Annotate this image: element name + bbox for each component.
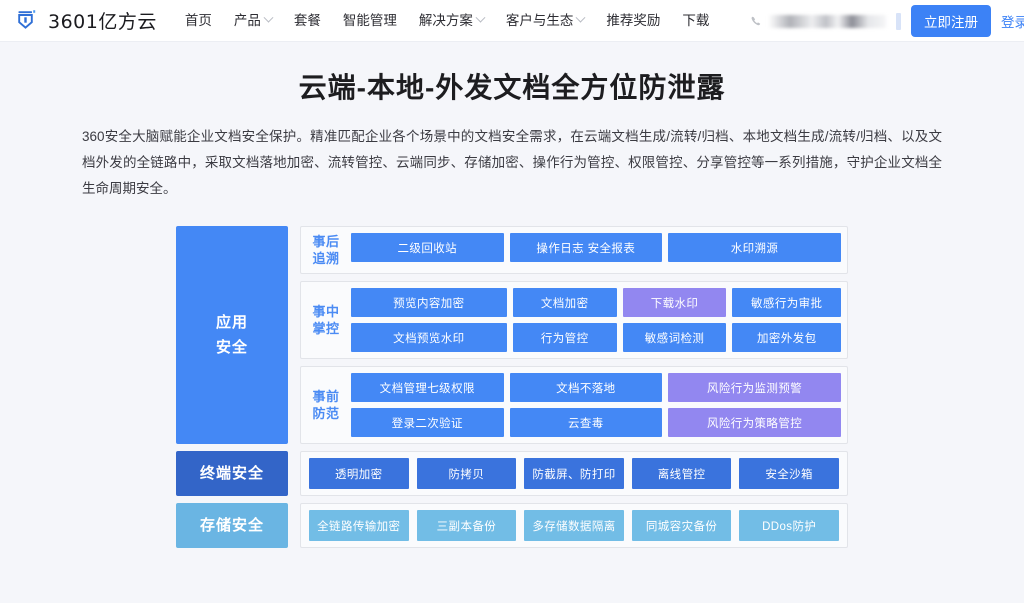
group-label-line2: 防范 xyxy=(312,406,340,421)
group-label-line1: 事后 xyxy=(312,234,340,249)
group-in-process-control: 事中 掌控 预览内容加密 文档加密 下载水印 敏感行为审批 文档预览水印 行为管… xyxy=(300,281,848,359)
nav-item-plans[interactable]: 套餐 xyxy=(294,14,321,28)
header-divider xyxy=(896,12,901,30)
page-description: 360安全大脑赋能企业文档安全保护。精准匹配企业各个场景中的文档安全需求，在云端… xyxy=(82,129,942,196)
nav-item-referral-rewards[interactable]: 推荐奖励 xyxy=(606,14,660,28)
feature-chip-security-sandbox[interactable]: 安全沙箱 xyxy=(739,458,839,489)
feature-chip-recycle-bin[interactable]: 二级回收站 xyxy=(351,233,504,262)
group-label-pre-incident-prevention: 事前 防范 xyxy=(307,373,345,437)
page-title: 云端-本地-外发文档全方位防泄露 xyxy=(298,72,726,103)
contact-phone[interactable] xyxy=(750,14,886,28)
nav-label: 解决方案 xyxy=(418,12,473,28)
nav-label: 智能管理 xyxy=(342,12,397,28)
nav-label: 首页 xyxy=(184,12,212,28)
nav-label: 产品 xyxy=(233,12,261,28)
nav-item-smart-management[interactable]: 智能管理 xyxy=(343,14,397,28)
chip-row: 文档管理七级权限 文档不落地 风险行为监测预警 xyxy=(351,373,841,402)
chip-row: 登录二次验证 云查毒 风险行为策略管控 xyxy=(351,408,841,437)
nav-item-customers-ecosystem[interactable]: 客户与生态 xyxy=(505,12,586,28)
layer-label-line1: 终端安全 xyxy=(199,465,264,482)
chip-row: 二级回收站 操作日志 安全报表 水印溯源 xyxy=(351,233,841,262)
group-rows: 文档管理七级权限 文档不落地 风险行为监测预警 登录二次验证 云查毒 风险行为策… xyxy=(351,373,841,437)
site-header: 3601亿方云 首页 产品 套餐 智能管理 解决方案 客户与生态 推荐奖励 下载 xyxy=(0,0,1024,42)
feature-chip-seven-level-permissions[interactable]: 文档管理七级权限 xyxy=(351,373,504,402)
feature-chip-same-city-disaster-backup[interactable]: 同城容灾备份 xyxy=(631,510,732,541)
security-architecture-diagram: 应用 安全 事后 追溯 二级回收站 操作日志 安全报表 水印溯源 xyxy=(176,226,848,548)
feature-chip-preview-content-encryption[interactable]: 预览内容加密 xyxy=(351,288,507,317)
chip-row: 预览内容加密 文档加密 下载水印 敏感行为审批 xyxy=(351,288,842,317)
chevron-down-icon xyxy=(575,12,586,23)
feature-chip-cloud-antivirus[interactable]: 云查毒 xyxy=(509,408,663,437)
group-label-line2: 掌控 xyxy=(312,321,340,336)
nav-label: 推荐奖励 xyxy=(606,12,661,28)
feature-chip-document-encryption[interactable]: 文档加密 xyxy=(512,288,617,317)
layer-label-application-security: 应用 安全 xyxy=(176,226,288,444)
login-link[interactable]: 登录 xyxy=(1001,15,1024,30)
layer-label-line2: 安全 xyxy=(215,339,248,356)
hero-section: 云端-本地-外发文档全方位防泄露 360安全大脑赋能企业文档安全保护。精准匹配企… xyxy=(0,42,1024,208)
chip-row: 文档预览水印 行为管控 敏感词检测 加密外发包 xyxy=(351,323,842,352)
feature-chip-preview-watermark[interactable]: 文档预览水印 xyxy=(351,323,507,352)
feature-chip-anti-screenshot-print[interactable]: 防截屏、防打印 xyxy=(524,458,624,489)
nav-label: 客户与生态 xyxy=(505,12,574,28)
layer-application-security: 应用 安全 事后 追溯 二级回收站 操作日志 安全报表 水印溯源 xyxy=(176,226,848,444)
feature-chip-login-two-factor[interactable]: 登录二次验证 xyxy=(351,408,504,437)
feature-chip-behavior-control[interactable]: 行为管控 xyxy=(512,323,617,352)
nav-label: 套餐 xyxy=(293,12,321,28)
layer-label-storage-security: 存储安全 xyxy=(176,503,288,548)
feature-chip-encrypted-outbound-package[interactable]: 加密外发包 xyxy=(732,323,842,352)
feature-chip-risk-behavior-policy[interactable]: 风险行为策略管控 xyxy=(668,408,841,437)
brand-name: 3601亿方云 xyxy=(48,11,157,33)
feature-chip-offline-control[interactable]: 离线管控 xyxy=(631,458,732,489)
feature-chip-sensitive-word-detection[interactable]: 敏感词检测 xyxy=(622,323,727,352)
layer-label-endpoint-security: 终端安全 xyxy=(176,451,288,496)
layer-label-line1: 存储安全 xyxy=(199,517,264,534)
feature-chip-operation-log-report[interactable]: 操作日志 安全报表 xyxy=(509,233,663,262)
group-label-in-process-control: 事中 掌控 xyxy=(307,288,345,352)
group-pre-incident-prevention: 事前 防范 文档管理七级权限 文档不落地 风险行为监测预警 登录二次验证 云查毒… xyxy=(300,366,848,444)
group-label-line1: 事中 xyxy=(312,304,340,319)
chevron-down-icon xyxy=(263,12,274,23)
layer-endpoint-security: 终端安全 透明加密 防拷贝 防截屏、防打印 离线管控 安全沙箱 xyxy=(176,451,848,496)
nav-item-solutions[interactable]: 解决方案 xyxy=(418,12,486,28)
layer-storage-security: 存储安全 全链路传输加密 三副本备份 多存储数据隔离 同城容灾备份 DDos防护 xyxy=(176,503,848,548)
chevron-down-icon xyxy=(475,12,486,23)
feature-chip-triple-replica-backup[interactable]: 三副本备份 xyxy=(416,510,517,541)
feature-chip-watermark-tracing[interactable]: 水印溯源 xyxy=(668,233,841,262)
feature-chip-no-local-storage[interactable]: 文档不落地 xyxy=(509,373,663,402)
nav-item-home[interactable]: 首页 xyxy=(185,14,212,28)
feature-chip-sensitive-action-approval[interactable]: 敏感行为审批 xyxy=(732,288,842,317)
main-nav: 首页 产品 套餐 智能管理 解决方案 客户与生态 推荐奖励 下载 xyxy=(185,12,709,28)
phone-number-redacted xyxy=(768,14,886,28)
nav-item-products[interactable]: 产品 xyxy=(233,12,274,28)
group-post-incident-traceability: 事后 追溯 二级回收站 操作日志 安全报表 水印溯源 xyxy=(300,226,848,274)
group-label-line2: 追溯 xyxy=(312,251,340,266)
brand-logo[interactable]: 3601亿方云 xyxy=(14,7,157,34)
feature-chip-ddos-protection[interactable]: DDos防护 xyxy=(739,510,839,541)
header-actions: 立即注册 登录 xyxy=(750,0,1024,42)
group-label-line1: 事前 xyxy=(312,389,340,404)
group-rows: 预览内容加密 文档加密 下载水印 敏感行为审批 文档预览水印 行为管控 敏感词检… xyxy=(351,288,842,352)
group-rows: 二级回收站 操作日志 安全报表 水印溯源 xyxy=(351,233,841,267)
feature-chip-download-watermark[interactable]: 下载水印 xyxy=(622,288,727,317)
nav-item-download[interactable]: 下载 xyxy=(682,14,709,28)
register-button[interactable]: 立即注册 xyxy=(911,5,991,37)
nav-label: 下载 xyxy=(682,12,710,28)
feature-chip-anti-copy[interactable]: 防拷贝 xyxy=(416,458,517,489)
feature-chip-multi-storage-data-isolation[interactable]: 多存储数据隔离 xyxy=(524,510,624,541)
storage-security-chips: 全链路传输加密 三副本备份 多存储数据隔离 同城容灾备份 DDos防护 xyxy=(300,503,848,548)
shield-logo-icon xyxy=(18,9,36,29)
endpoint-security-chips: 透明加密 防拷贝 防截屏、防打印 离线管控 安全沙箱 xyxy=(300,451,848,496)
group-label-post-incident-traceability: 事后 追溯 xyxy=(307,233,345,267)
layer-label-line1: 应用 xyxy=(215,314,248,331)
phone-icon xyxy=(751,16,761,25)
layer-body-application-security: 事后 追溯 二级回收站 操作日志 安全报表 水印溯源 事中 掌控 xyxy=(300,226,848,444)
feature-chip-transparent-encryption[interactable]: 透明加密 xyxy=(309,458,409,489)
feature-chip-full-link-transfer-encryption[interactable]: 全链路传输加密 xyxy=(309,510,409,541)
feature-chip-risk-behavior-monitoring[interactable]: 风险行为监测预警 xyxy=(668,373,841,402)
